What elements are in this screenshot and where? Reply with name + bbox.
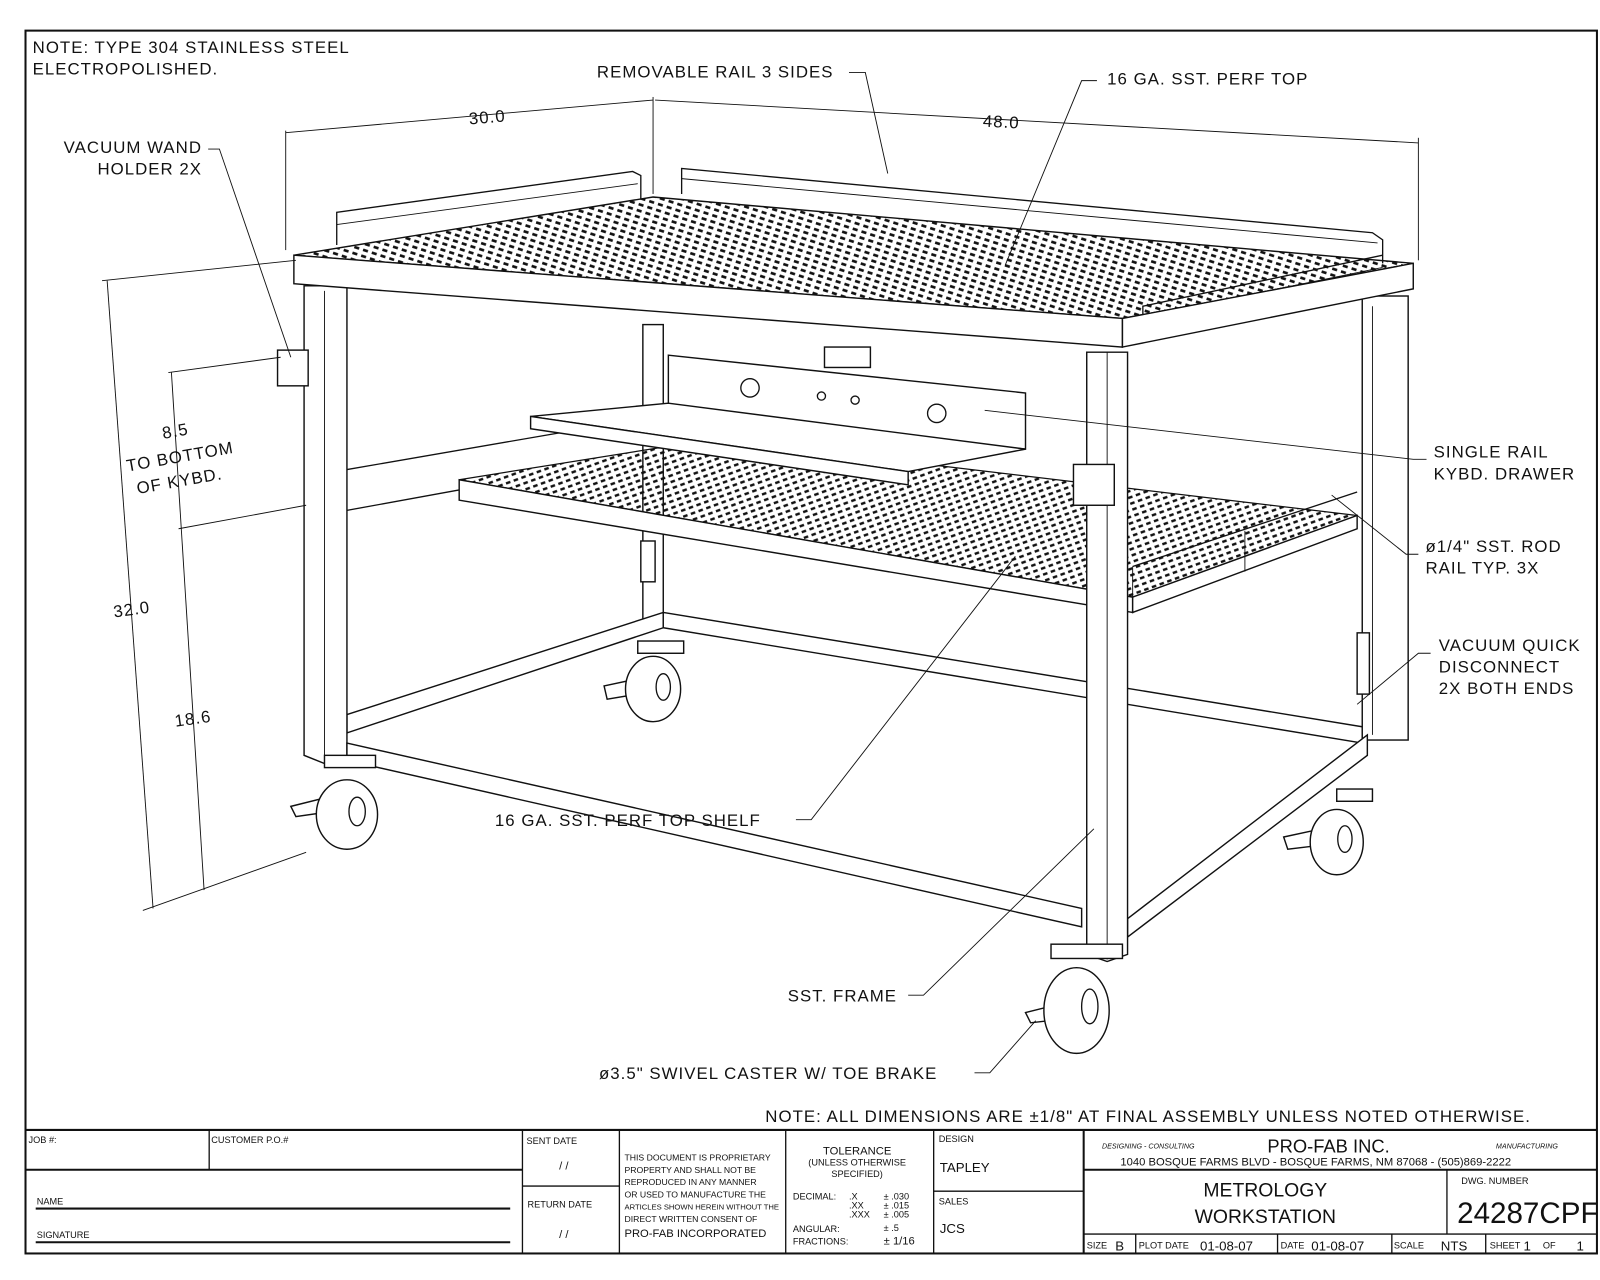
material-note-line2: ELECTROPOLISHED. (33, 60, 219, 79)
proprietary-line: PROPERTY AND SHALL NOT BE (624, 1165, 756, 1175)
dimension-lines (101, 96, 1419, 911)
sent-date-label: SENT DATE (527, 1136, 578, 1146)
angular-value: ± .5 (884, 1223, 899, 1233)
return-date-value: / / (559, 1229, 569, 1241)
date-label: DATE (1281, 1240, 1305, 1250)
dim-kybd-1: 8.5 (161, 420, 190, 443)
dim-height: 32.0 (112, 598, 151, 622)
callout-removable-rail: REMOVABLE RAIL 3 SIDES (597, 63, 834, 82)
tol-xx: .XX (849, 1201, 864, 1211)
callout-quick-disconnect-1: VACUUM QUICK (1439, 636, 1581, 655)
leader-lines (208, 72, 1431, 1074)
tolerance-subtitle: (UNLESS OTHERWISE (808, 1158, 906, 1168)
fractions-value: ± 1/16 (884, 1235, 915, 1247)
sheet-total: 1 (1577, 1238, 1584, 1253)
caster-right (1282, 788, 1374, 876)
company-address: 1040 BOSQUE FARMS BLVD - BOSQUE FARMS, N… (1120, 1157, 1511, 1169)
material-note-line1: NOTE: TYPE 304 STAINLESS STEEL (33, 38, 350, 57)
caster-back (603, 640, 685, 723)
size-label: SIZE (1087, 1240, 1107, 1250)
callout-kybd-drawer-1: SINGLE RAIL (1434, 442, 1549, 461)
proprietary-line: REPRODUCED IN ANY MANNER (624, 1177, 756, 1187)
signature-label: SIGNATURE (37, 1230, 90, 1240)
callout-rod-rail-2: RAIL TYP. 3X (1426, 559, 1540, 578)
tol-xxx: .XXX (849, 1210, 870, 1220)
sheet-border (24, 29, 1598, 1255)
tol-x-value: ± .030 (884, 1191, 909, 1201)
tol-x: .X (849, 1191, 858, 1201)
proprietary-line: OR USED TO MANUFACTURE THE (624, 1189, 766, 1199)
drawing-title-2: WORKSTATION (1195, 1206, 1336, 1228)
sheet-of-label: OF (1543, 1240, 1556, 1250)
design-value: TAPLEY (940, 1160, 990, 1175)
proprietary-line: THIS DOCUMENT IS PROPRIETARY (624, 1153, 770, 1163)
scale-label: SCALE (1394, 1240, 1424, 1250)
proprietary-line: PRO-FAB INCORPORATED (624, 1228, 766, 1240)
tolerance-title: TOLERANCE (823, 1145, 891, 1157)
fractions-label: FRACTIONS: (793, 1236, 849, 1246)
sheet-label: SHEET (1490, 1240, 1521, 1250)
callout-quick-disconnect-3: 2X BOTH ENDS (1439, 679, 1575, 698)
dim-lower: 18.6 (173, 707, 212, 731)
name-label: NAME (37, 1196, 63, 1206)
sent-date-value: / / (559, 1161, 569, 1173)
tol-xx-value: ± .015 (884, 1201, 909, 1211)
dim-depth: 30.0 (468, 106, 506, 128)
plot-date-label: PLOT DATE (1139, 1240, 1189, 1250)
tolerance-block: TOLERANCE (UNLESS OTHERWISE SPECIFIED) D… (793, 1145, 915, 1247)
scale-value: NTS (1441, 1238, 1468, 1253)
callout-caster: ø3.5" SWIVEL CASTER W/ TOE BRAKE (599, 1064, 937, 1083)
decimal-label: DECIMAL: (793, 1191, 836, 1201)
proprietary-line: ARTICLES SHOWN HEREIN WITHOUT THE (624, 1203, 779, 1212)
job-number-label: JOB #: (29, 1135, 57, 1145)
dwg-number-label: DWG. NUMBER (1461, 1176, 1529, 1186)
callout-perf-shelf: 16 GA. SST. PERF TOP SHELF (495, 811, 761, 830)
proprietary-notice: THIS DOCUMENT IS PROPRIETARY PROPERTY AN… (624, 1153, 779, 1241)
angular-label: ANGULAR: (793, 1224, 840, 1234)
design-label: DESIGN (939, 1134, 974, 1144)
dim-width: 48.0 (982, 112, 1020, 133)
plot-date-value: 01-08-07 (1200, 1238, 1253, 1253)
title-block (25, 1128, 1597, 1254)
caster-front-near (1024, 943, 1124, 1055)
sales-value: JCS (940, 1221, 965, 1236)
workstation-drawing (276, 167, 1414, 1055)
callout-rod-rail-1: ø1/4" SST. ROD (1426, 537, 1562, 556)
tol-xxx-value: ± .005 (884, 1210, 909, 1220)
customer-po-label: CUSTOMER P.O.# (211, 1135, 289, 1145)
callout-quick-disconnect-2: DISCONNECT (1439, 658, 1560, 677)
callout-vacuum-wand-1: VACUUM WAND (64, 138, 202, 157)
drawing-title-1: METROLOGY (1203, 1179, 1327, 1201)
callout-vacuum-wand-2: HOLDER 2X (97, 160, 202, 179)
size-value: B (1115, 1238, 1124, 1253)
company-tagline-right: MANUFACTURING (1496, 1142, 1558, 1150)
dimensions-note: NOTE: ALL DIMENSIONS ARE ±1/8" AT FINAL … (765, 1107, 1531, 1126)
date-value: 01-08-07 (1311, 1238, 1364, 1253)
tolerance-subtitle: SPECIFIED) (831, 1169, 882, 1179)
sales-label: SALES (939, 1196, 969, 1206)
sheet-value: 1 (1523, 1238, 1530, 1253)
callout-frame: SST. FRAME (788, 986, 897, 1005)
callout-kybd-drawer-2: KYBD. DRAWER (1434, 465, 1576, 484)
dwg-number: 24287CPF (1457, 1197, 1598, 1230)
caster-front-left (289, 754, 379, 850)
proprietary-line: DIRECT WRITTEN CONSENT OF (624, 1214, 757, 1224)
callout-perf-top: 16 GA. SST. PERF TOP (1107, 70, 1308, 89)
company-name: PRO-FAB INC. (1267, 1135, 1389, 1156)
company-tagline-left: DESIGNING - CONSULTING (1102, 1142, 1195, 1150)
return-date-label: RETURN DATE (528, 1200, 593, 1210)
